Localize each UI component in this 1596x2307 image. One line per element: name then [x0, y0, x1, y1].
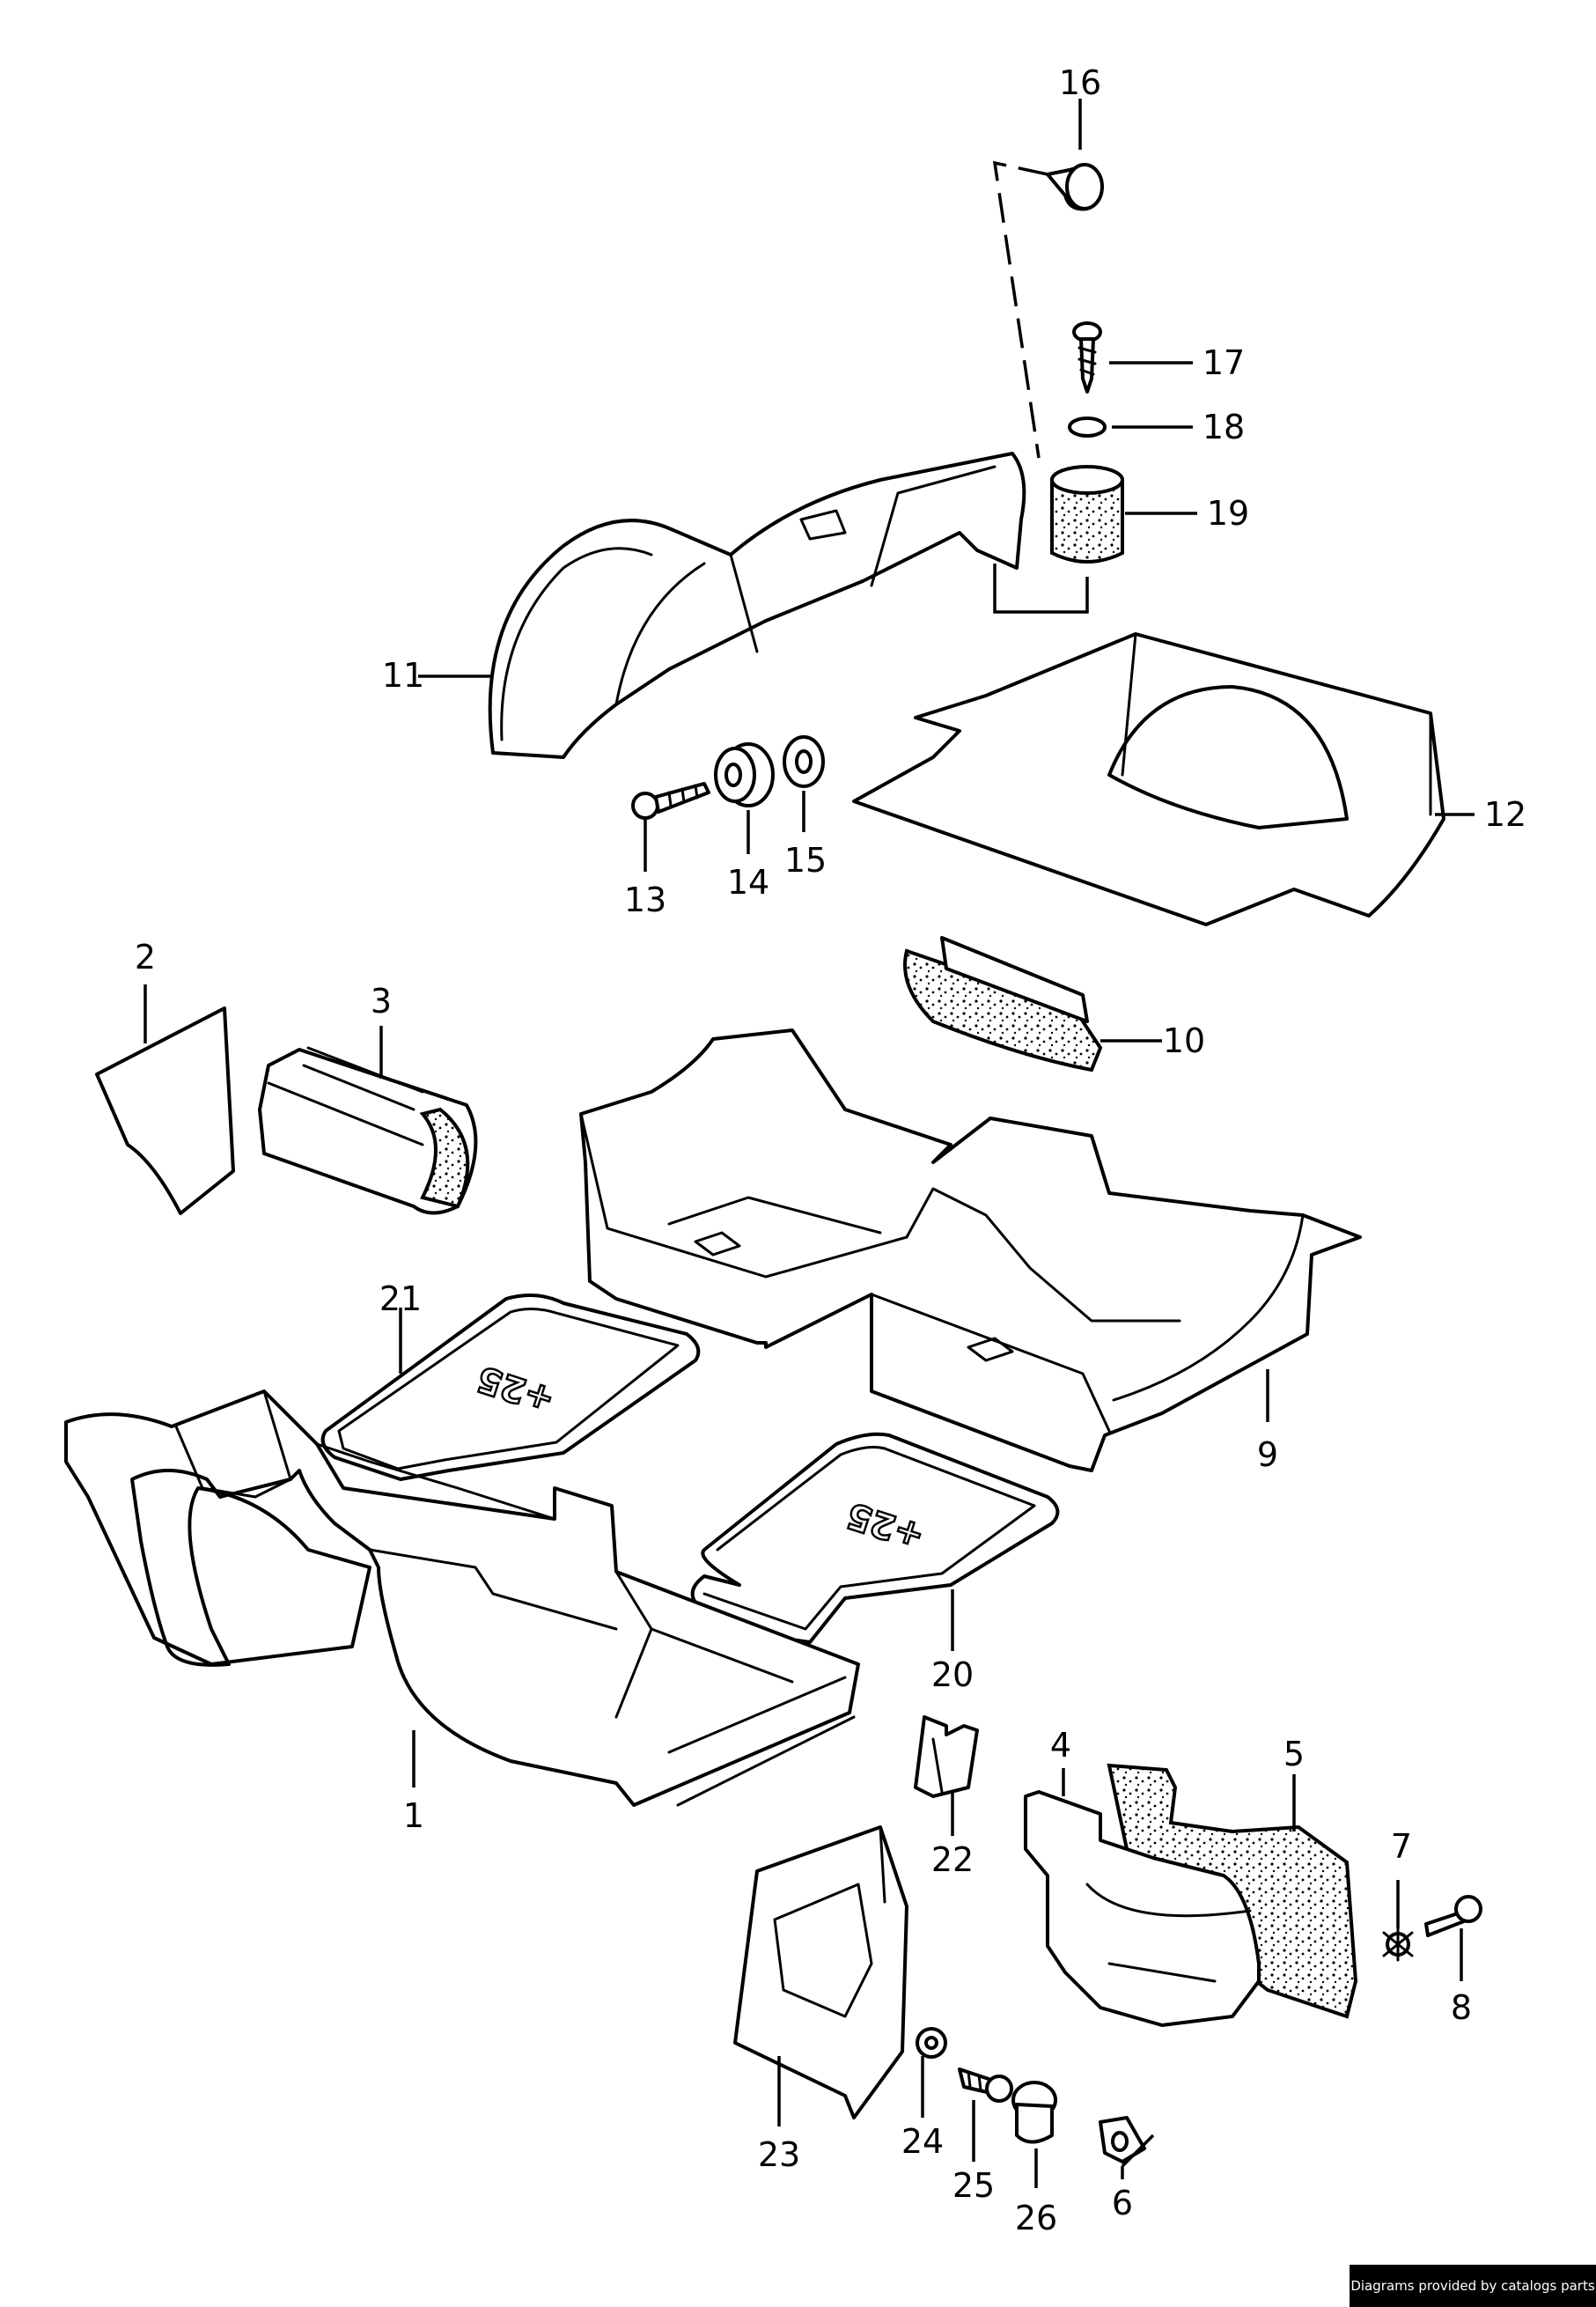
callout-7: 7 — [1391, 1827, 1412, 1866]
leader-lines — [143, 99, 1475, 2188]
part-6-clip — [1099, 2116, 1146, 2163]
part-15-ring — [783, 735, 825, 788]
fitting-line — [992, 160, 1048, 459]
callout-11: 11 — [382, 656, 424, 695]
callout-18: 18 — [1203, 408, 1245, 446]
part-25-screw — [958, 2067, 1013, 2103]
callout-1: 1 — [403, 1796, 424, 1835]
callout-6: 6 — [1112, 2184, 1133, 2222]
callout-5: 5 — [1283, 1735, 1305, 1773]
callout-22: 22 — [931, 1840, 974, 1879]
part-21-floor-mat: +25 — [320, 1294, 701, 1481]
part-9-rear-carpet — [579, 1028, 1362, 1472]
part-22-bracket — [914, 1715, 979, 1798]
callout-25: 25 — [952, 2166, 995, 2205]
callout-23: 23 — [758, 2135, 800, 2174]
part-8-screw — [1424, 1895, 1482, 1937]
callout-21: 21 — [379, 1279, 422, 1318]
callout-13: 13 — [624, 881, 666, 919]
callout-3: 3 — [371, 982, 392, 1021]
callout-16: 16 — [1059, 63, 1101, 102]
callout-4: 4 — [1050, 1726, 1071, 1765]
callout-14: 14 — [727, 863, 769, 902]
callout-2: 2 — [135, 938, 156, 977]
part-14-grommet — [714, 742, 775, 807]
part-4-side-trim — [1024, 1790, 1261, 2027]
callout-9: 9 — [1257, 1435, 1278, 1474]
part-23-kick-panel — [733, 1825, 908, 2119]
part-17-screw — [1072, 321, 1102, 394]
callout-26: 26 — [1015, 2199, 1057, 2237]
callout-19: 19 — [1207, 494, 1249, 533]
part-13-screw — [631, 782, 710, 820]
part-3-bracket — [258, 1046, 478, 1215]
part-11-wheelhouse-trim — [488, 452, 1026, 759]
callout-10: 10 — [1163, 1021, 1205, 1060]
part-20-floor-mat: +25 — [690, 1432, 1060, 1644]
callout-20: 20 — [931, 1655, 974, 1694]
part-1-front-carpet — [64, 1389, 860, 1807]
callout-15: 15 — [784, 841, 827, 880]
callout-12: 12 — [1484, 795, 1526, 834]
part-19-foam-pad — [993, 465, 1124, 614]
part-12-rear-floor-trim — [852, 632, 1445, 926]
part-18-washer — [1068, 416, 1107, 438]
part-10-foam-block — [903, 936, 1103, 1072]
credit-banner: Diagrams provided by catalogs parts — [1350, 2265, 1596, 2307]
callout-17: 17 — [1203, 343, 1245, 382]
part-24-washer — [916, 2027, 947, 2059]
callout-8: 8 — [1451, 1988, 1472, 2027]
part-7-star-washer — [1382, 1927, 1414, 1962]
part-2-side-panel — [95, 1006, 235, 1215]
part-16-clip — [1046, 163, 1104, 211]
callout-24: 24 — [901, 2122, 944, 2161]
callout-labels: 16 17 18 19 11 12 13 14 15 2 3 10 21 9 2… — [135, 63, 1526, 2237]
part-26-nut — [1011, 2081, 1057, 2144]
